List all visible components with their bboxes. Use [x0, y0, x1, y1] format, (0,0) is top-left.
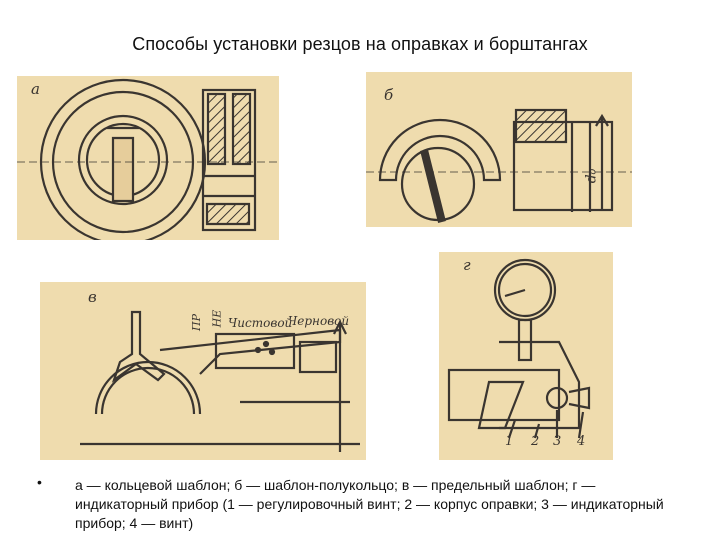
- callout-1: 1: [505, 434, 514, 449]
- figure-g-label: г: [463, 256, 471, 274]
- bullet: •: [37, 474, 42, 490]
- mark-pr: ПР: [190, 314, 203, 331]
- ring-gauge-drawing: [17, 78, 279, 240]
- figure-a-label: а: [31, 80, 40, 98]
- figure-b-label: б: [384, 86, 394, 104]
- half-ring-drawing: [366, 108, 632, 223]
- mark-ne: НЕ: [210, 309, 224, 328]
- indicator-drawing: [447, 258, 591, 439]
- figure-v-limit-gauge: в ПР НЕ Чистовой Черновой: [40, 282, 366, 460]
- bore-arc: [94, 360, 202, 415]
- mandrel-bore: [77, 114, 169, 206]
- slide-title: Способы установки резцов на оправках и б…: [132, 34, 588, 54]
- mark-roughing: Черновой: [288, 314, 350, 328]
- dim-d0-label: d₀: [583, 168, 600, 184]
- callout-2: 2: [531, 434, 540, 449]
- limit-gauge-drawing: [80, 310, 360, 452]
- callout-3: 3: [553, 434, 562, 449]
- figure-g-indicator-device: г 1 2 3 4: [439, 252, 613, 460]
- mark-finishing: Чистовой: [228, 316, 293, 330]
- half-ring: [378, 118, 502, 182]
- figure-a-ring-gauge: а: [17, 76, 279, 240]
- figure-v-label: в: [88, 288, 97, 306]
- figure-b-half-ring-gauge: б d₀: [366, 72, 632, 227]
- ring-section: [201, 88, 257, 232]
- figure-caption: а — кольцевой шаблон; б — шаблон-полукол…: [75, 477, 664, 531]
- callout-4: 4: [577, 434, 586, 449]
